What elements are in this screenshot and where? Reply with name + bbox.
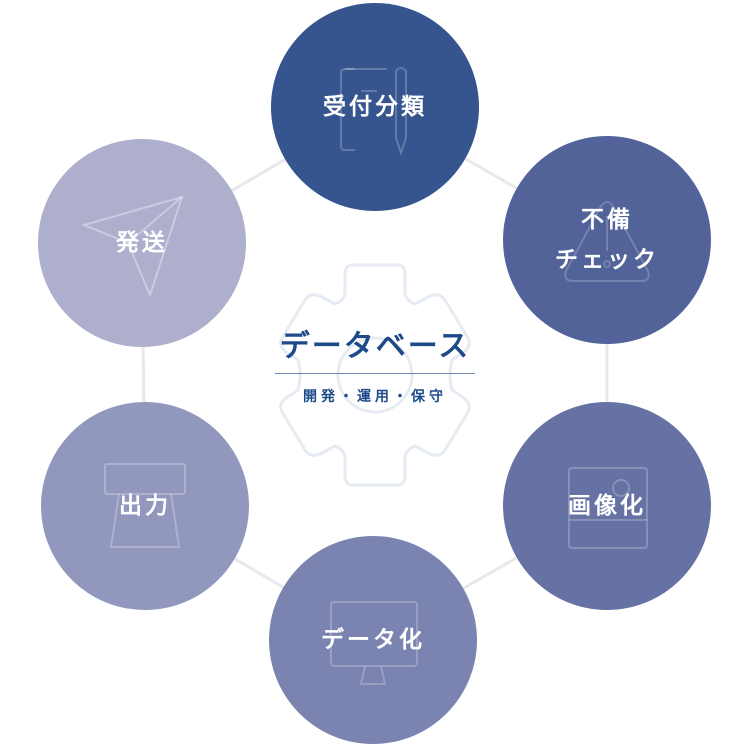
- center-title: データベース: [279, 329, 471, 364]
- center-subtitle: 開発・運用・保守: [303, 389, 447, 405]
- node-label: 受付分類: [323, 94, 427, 120]
- divider: [275, 373, 475, 374]
- node-label: 発送: [116, 230, 168, 256]
- node-label: 不備 チェック: [555, 207, 659, 273]
- node-deficiency-check: 不備 チェック: [503, 136, 711, 344]
- node-imaging: 画像化: [503, 402, 711, 610]
- warning-icon: [564, 201, 650, 282]
- node-reception-classification: 受付分類: [271, 3, 479, 211]
- monitor-icon: [330, 601, 418, 685]
- node-digitization: データ化: [269, 536, 477, 744]
- scanner-icon: [568, 467, 648, 549]
- node-label: データ化: [321, 627, 425, 653]
- node-shipping: 発送: [38, 139, 246, 347]
- document-pen-icon: [340, 67, 407, 157]
- node-label: 画像化: [568, 493, 646, 519]
- node-output: 出力: [41, 402, 249, 610]
- printer-icon: [104, 463, 186, 548]
- gear-icon: [279, 263, 471, 487]
- paper-plane-icon: [80, 195, 184, 298]
- center-database: データベース 開発・運用・保守: [275, 327, 475, 406]
- node-label: 出力: [119, 493, 171, 519]
